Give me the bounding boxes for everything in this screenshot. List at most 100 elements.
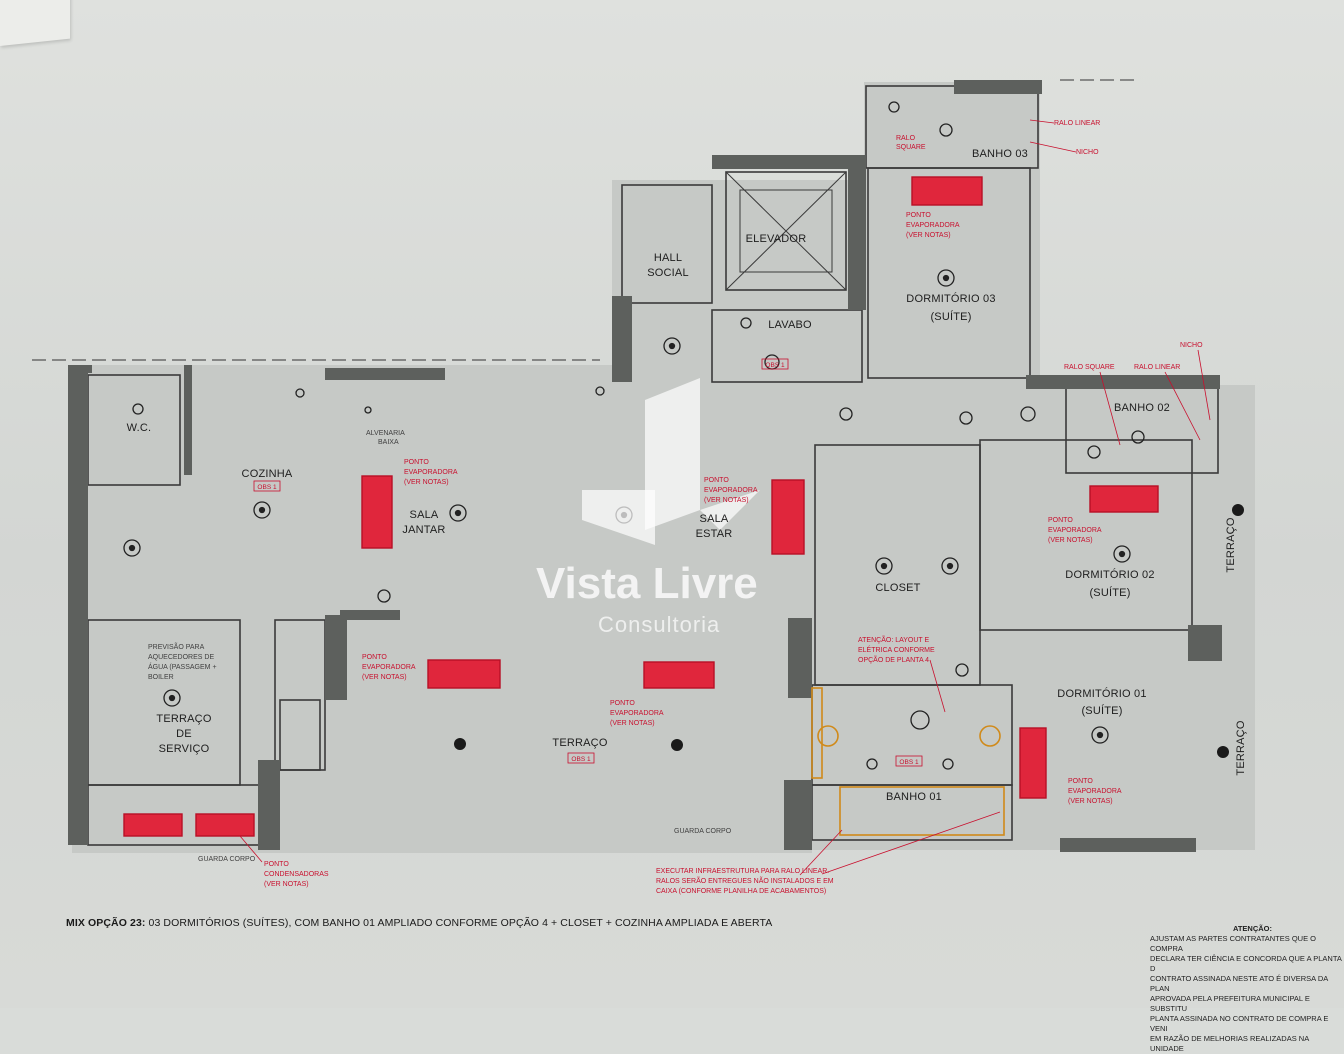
note-evap-d01-3: (VER NOTAS) <box>1068 798 1113 805</box>
notice-line: DECLARA TER CIÊNCIA E CONCORDA QUE A PLA… <box>1150 954 1342 973</box>
label-terraco-servico-2: DE <box>176 728 192 740</box>
fixtures-banho01 <box>811 687 1005 836</box>
elevator-shaft <box>725 171 847 291</box>
note-evap-terr-l-3: (VER NOTAS) <box>362 674 407 681</box>
floor-plan: Vista Livre Consultoria HALL SOCIAL ELEV… <box>32 79 1255 895</box>
ac-unit-dorm03 <box>911 176 983 206</box>
note-atencao-2: ELÉTRICA CONFORME <box>858 645 935 654</box>
label-dorm01-1: DORMITÓRIO 01 <box>1057 687 1146 700</box>
label-terraco-right-bottom: TERRAÇO <box>1235 720 1247 775</box>
label-sala-jantar-1: SALA <box>410 509 439 521</box>
ac-unit-cozinha <box>361 475 393 549</box>
note-evap-terr-l-1: PONTO <box>362 654 387 661</box>
note-ralo-square-b03-2: SQUARE <box>896 144 926 151</box>
note-nicho-b02: NICHO <box>1180 342 1203 349</box>
walls <box>68 80 1222 852</box>
note-evap-terr-r-2: EVAPORADORA <box>610 710 664 717</box>
label-hall-social-1: HALL <box>654 252 682 264</box>
note-atencao-1: ATENÇÃO: LAYOUT E <box>858 635 930 644</box>
notice-line: APROVADA PELA PREFEITURA MUNICIPAL E SUB… <box>1150 994 1310 1013</box>
note-evap-estar-3: (VER NOTAS) <box>704 497 749 504</box>
note-atencao-3: OPÇÃO DE PLANTA 4 <box>858 655 929 664</box>
label-sala-estar-1: SALA <box>700 513 729 525</box>
note-cond-3: (VER NOTAS) <box>264 881 309 888</box>
note-alvenaria-1: ALVENARIA <box>366 430 405 437</box>
label-dorm02-1: DORMITÓRIO 02 <box>1065 568 1154 581</box>
label-sala-estar-2: ESTAR <box>696 528 733 540</box>
obs-tags: OBS 1 OBS 1 OBS 1 OBS 1 <box>253 358 923 767</box>
room-labels: HALL SOCIAL ELEVADOR LAVABO BANHO 03 DOR… <box>127 148 1247 803</box>
notice-line: CONTRATO ASSINADA NESTE ATO É DIVERSA DA… <box>1150 974 1328 993</box>
label-sala-jantar-2: JANTAR <box>402 524 445 536</box>
note-executar-3: CAIXA (CONFORME PLANILHA DE ACABAMENTOS) <box>656 888 826 895</box>
label-dorm03-1: DORMITÓRIO 03 <box>906 292 995 305</box>
note-evap-d03-3: (VER NOTAS) <box>906 232 951 239</box>
ac-unit-cond-1 <box>123 813 183 837</box>
notice-line: AJUSTAM AS PARTES CONTRATANTES QUE O COM… <box>1150 934 1316 953</box>
note-evap-coz-2: EVAPORADORA <box>404 469 458 476</box>
note-evap-coz-1: PONTO <box>404 459 429 466</box>
ac-unit-sala-estar <box>771 479 805 555</box>
note-ralo-square-b02: RALO SQUARE <box>1064 364 1115 371</box>
ac-unit-dorm02 <box>1089 485 1159 513</box>
label-closet: CLOSET <box>875 582 920 594</box>
caption-description: 03 DORMITÓRIOS (SUÍTES), COM BANHO 01 AM… <box>145 917 773 929</box>
note-ralo-linear-b02: RALO LINEAR <box>1134 364 1180 371</box>
label-wc: W.C. <box>127 422 152 434</box>
label-dorm02-2: (SUÍTE) <box>1089 586 1130 599</box>
watermark-title: Vista Livre <box>536 559 758 608</box>
note-previsao-1: PREVISÃO PARA <box>148 642 205 651</box>
label-cozinha: COZINHA <box>242 468 293 480</box>
label-terraco-servico-1: TERRAÇO <box>156 713 211 725</box>
note-evap-d02-1: PONTO <box>1048 517 1073 524</box>
annotations: RALO LINEAR NICHO RALO SQUARE PONTO EVAP… <box>239 119 1211 895</box>
ac-unit-dorm01 <box>1019 727 1047 799</box>
notice-heading: ATENÇÃO: <box>1232 924 1272 933</box>
note-evap-coz-3: (VER NOTAS) <box>404 479 449 486</box>
label-banho03: BANHO 03 <box>972 148 1028 160</box>
label-terraco-servico-3: SERVIÇO <box>159 743 210 755</box>
note-ralo-linear-b03: RALO LINEAR <box>1054 120 1100 127</box>
label-elevador: ELEVADOR <box>746 233 807 245</box>
label-dorm01-2: (SUÍTE) <box>1081 704 1122 717</box>
notice-line: EM RAZÃO DE MELHORIAS REALIZADAS NA UNID… <box>1150 1034 1309 1053</box>
note-evap-d01-1: PONTO <box>1068 778 1093 785</box>
gray-annotations: ALVENARIA BAIXA PREVISÃO PARA AQUECEDORE… <box>148 430 732 863</box>
note-evap-terr-r-3: (VER NOTAS) <box>610 720 655 727</box>
obs-cozinha: OBS 1 <box>257 484 277 491</box>
note-previsao-4: BOILER <box>148 674 174 681</box>
note-evap-d03-1: PONTO <box>906 212 931 219</box>
obs-lavabo: OBS 1 <box>765 362 785 369</box>
label-banho02: BANHO 02 <box>1114 402 1170 414</box>
watermark-subtitle: Consultoria <box>598 612 720 637</box>
note-nicho-b03: NICHO <box>1076 149 1099 156</box>
ac-unit-cond-2 <box>195 813 255 837</box>
note-guarda-corpo-1: GUARDA CORPO <box>198 856 256 863</box>
note-executar-2: RALOS SERÃO ENTREGUES NÃO INSTALADOS E E… <box>656 876 834 885</box>
note-evap-d02-3: (VER NOTAS) <box>1048 537 1093 544</box>
note-evap-terr-r-1: PONTO <box>610 700 635 707</box>
obs-terraco: OBS 1 <box>571 756 591 763</box>
note-guarda-corpo-2: GUARDA CORPO <box>674 828 732 835</box>
floor-drains <box>454 504 1244 758</box>
note-evap-d02-2: EVAPORADORA <box>1048 527 1102 534</box>
note-alvenaria-2: BAIXA <box>378 439 399 446</box>
notice-line: PLANTA ASSINADA NO CONTRATO DE COMPRA E … <box>1150 1014 1329 1033</box>
note-evap-estar-2: EVAPORADORA <box>704 487 758 494</box>
legal-notice: ATENÇÃO: AJUSTAM AS PARTES CONTRATANTES … <box>1150 924 1344 1054</box>
ac-unit-terraco-right <box>643 661 715 689</box>
ac-units <box>123 176 1159 837</box>
label-hall-social-2: SOCIAL <box>647 267 689 279</box>
label-banho01: BANHO 01 <box>886 791 942 803</box>
note-previsao-2: AQUECEDORES DE <box>148 654 214 661</box>
caption-title: MIX OPÇÃO 23: <box>66 917 146 929</box>
plan-caption: MIX OPÇÃO 23: 03 DORMITÓRIOS (SUÍTES), C… <box>66 917 772 929</box>
note-cond-1: PONTO <box>264 861 289 868</box>
note-cond-2: CONDENSADORAS <box>264 871 329 878</box>
note-ralo-square-b03-1: RALO <box>896 135 916 142</box>
note-evap-d03-2: EVAPORADORA <box>906 222 960 229</box>
note-evap-estar-1: PONTO <box>704 477 729 484</box>
watermark-logo <box>582 378 760 545</box>
label-terraco-right-top: TERRAÇO <box>1225 517 1237 572</box>
ac-unit-terraco-left <box>427 659 501 689</box>
